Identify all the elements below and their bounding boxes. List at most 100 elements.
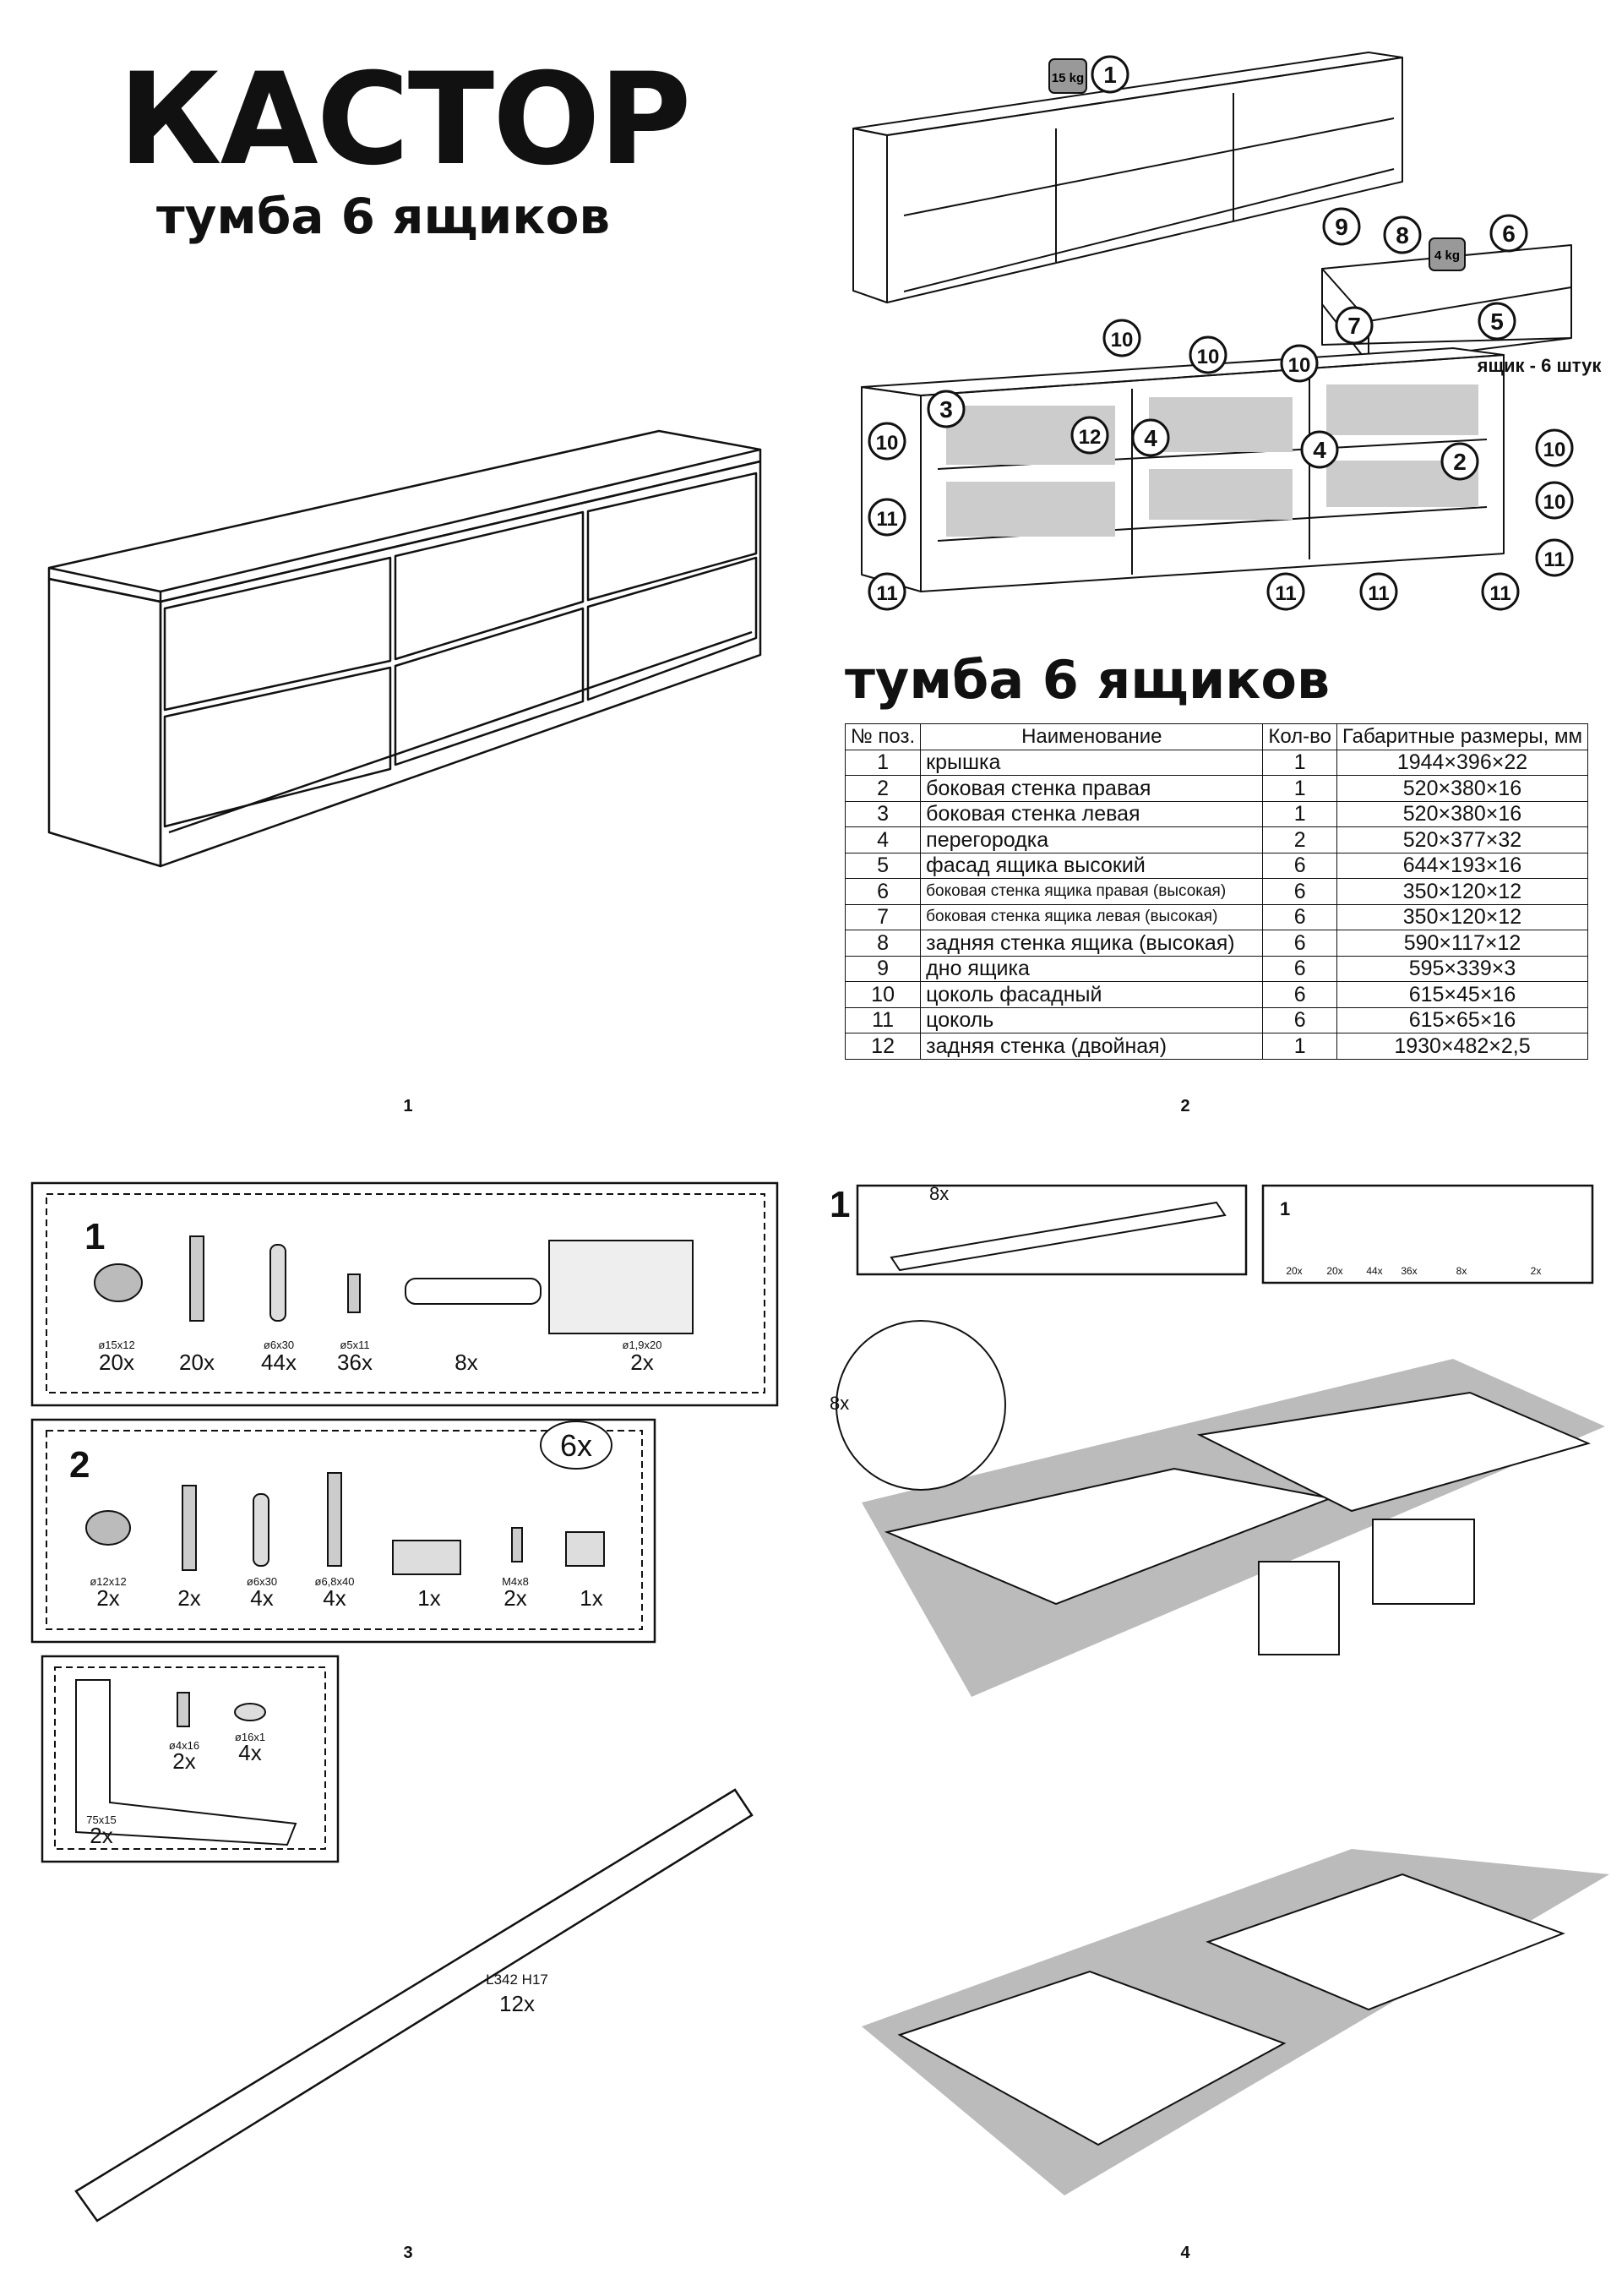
table-cell: 8 <box>844 930 922 957</box>
table-cell: 1 <box>1262 1033 1337 1060</box>
svg-text:2x: 2x <box>90 1823 112 1848</box>
angle-bracket-icon <box>75 1679 297 1846</box>
table-cell: 520×380×16 <box>1336 775 1589 802</box>
drawer-rail-icon <box>74 1788 754 2222</box>
callout-6: 6 <box>1489 214 1528 253</box>
svg-text:11: 11 <box>1275 582 1296 605</box>
callout-11e: 11 <box>1481 572 1520 611</box>
callout-10d: 10 <box>868 422 906 461</box>
rail-qty: 8x <box>929 1183 949 1204</box>
svg-text:20x: 20x <box>179 1350 215 1375</box>
dowel-icon <box>253 1493 269 1567</box>
page-2: 15 kg 4 kg 1 9 8 6 7 5 10 10 10 3 10 12 … <box>811 0 1622 1148</box>
svg-text:6x: 6x <box>560 1428 592 1463</box>
page-number: 1 <box>403 1097 413 1115</box>
table-cell: 1930×482×2,5 <box>1336 1033 1589 1060</box>
svg-text:36x: 36x <box>1401 1265 1417 1277</box>
svg-text:ø6x30: ø6x30 <box>247 1575 277 1588</box>
table-cell: 3 <box>844 800 922 827</box>
svg-text:75x15: 75x15 <box>86 1813 116 1826</box>
svg-text:8x: 8x <box>454 1350 477 1375</box>
hardware-sets: 1 ø15x12 20x 20x ø6x30 44x ø5x11 36x 8x … <box>30 1181 779 2222</box>
weight-badge-top: 15 kg <box>1048 58 1087 94</box>
table-cell: 644×193×16 <box>1336 852 1589 879</box>
svg-text:1x: 1x <box>580 1585 602 1611</box>
table-cell: дно ящика <box>920 955 1264 982</box>
cam-lock-icon <box>94 1263 143 1302</box>
callout-8: 8 <box>1383 215 1422 254</box>
svg-text:2x: 2x <box>630 1350 653 1375</box>
table-cell: цоколь фасадный <box>920 981 1264 1008</box>
svg-text:2x: 2x <box>96 1585 119 1611</box>
svg-text:4x: 4x <box>323 1585 346 1611</box>
table-cell: 6 <box>1262 981 1337 1008</box>
svg-text:15 kg: 15 kg <box>1052 71 1084 85</box>
callout-9: 9 <box>1322 207 1361 246</box>
svg-text:2x: 2x <box>1531 1265 1542 1277</box>
svg-text:10: 10 <box>1543 491 1566 514</box>
table-cell: 350×120×12 <box>1336 878 1589 905</box>
svg-text:6: 6 <box>1502 221 1516 247</box>
set-1-label: 1 <box>84 1216 105 1257</box>
product-title: КАСТОР <box>118 46 692 194</box>
assembly-steps: 1 8x 8x 1 20x 20x 44x 36x 8x 2x <box>830 1183 1609 2195</box>
svg-text:ø16x1: ø16x1 <box>235 1731 265 1743</box>
page-number: 4 <box>1180 2244 1190 2262</box>
svg-text:3: 3 <box>939 396 953 423</box>
col-header: Габаритные размеры, мм <box>1336 723 1589 750</box>
svg-text:ø5x11: ø5x11 <box>340 1339 369 1351</box>
svg-text:8: 8 <box>1396 222 1409 248</box>
svg-text:36x: 36x <box>337 1350 373 1375</box>
set-2-label: 2 <box>69 1444 90 1486</box>
table-cell: 615×45×16 <box>1336 981 1589 1008</box>
corner-bracket-icon <box>565 1531 605 1567</box>
svg-text:4: 4 <box>1313 437 1326 463</box>
table-cell: 595×339×3 <box>1336 955 1589 982</box>
callout-3: 3 <box>927 390 966 428</box>
svg-text:12: 12 <box>1079 426 1102 449</box>
svg-text:9: 9 <box>1335 214 1348 240</box>
table-cell: 10 <box>844 981 922 1008</box>
svg-text:11: 11 <box>876 582 897 605</box>
table-cell: 4 <box>844 826 922 854</box>
callout-10e: 10 <box>1535 428 1574 467</box>
page-3: 1 ø15x12 20x 20x ø6x30 44x ø5x11 36x 8x … <box>0 1148 811 2296</box>
weight-badge-drawer: 4 kg <box>1429 237 1466 271</box>
drawer-caption: ящик - 6 штук <box>1477 355 1603 376</box>
bumper-pads-icon <box>392 1540 461 1575</box>
table-cell: 6 <box>1262 1006 1337 1033</box>
table-cell: 1 <box>1262 775 1337 802</box>
table-header-row: № поз. Наименование Кол-во Габаритные ра… <box>844 723 1589 750</box>
bolt-icon <box>182 1485 197 1571</box>
table-cell: 615×65×16 <box>1336 1006 1589 1033</box>
callout-10c: 10 <box>1280 344 1319 383</box>
svg-text:10: 10 <box>876 432 899 455</box>
svg-text:44x: 44x <box>1366 1265 1382 1277</box>
wood-screw-icon <box>327 1472 342 1567</box>
table-cell: 1944×396×22 <box>1336 749 1589 776</box>
dowel-icon <box>269 1244 286 1322</box>
callout-10f: 10 <box>1535 481 1574 520</box>
table-cell: 6 <box>1262 878 1337 905</box>
svg-text:ø12x12: ø12x12 <box>90 1575 126 1588</box>
callout-2: 2 <box>1440 442 1479 481</box>
bolt-icon <box>189 1235 204 1322</box>
svg-text:10: 10 <box>1288 354 1311 377</box>
svg-text:M4x8: M4x8 <box>502 1575 529 1588</box>
product-subtitle: тумба 6 ящиков <box>156 188 611 245</box>
spec-title: тумба 6 ящиков <box>845 649 1331 711</box>
callout-12: 12 <box>1070 416 1109 455</box>
svg-text:2: 2 <box>1453 449 1467 475</box>
svg-text:4: 4 <box>1144 425 1157 451</box>
svg-text:11: 11 <box>1489 582 1510 605</box>
table-cell: 6 <box>1262 852 1337 879</box>
mini-set-label: 1 <box>1280 1198 1290 1219</box>
